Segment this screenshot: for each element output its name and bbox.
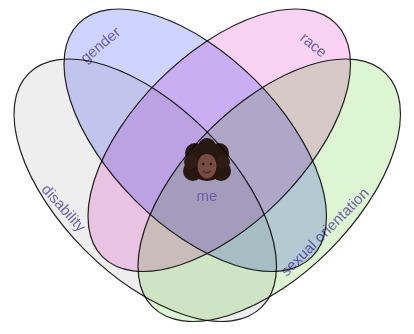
self-label: me bbox=[197, 187, 218, 205]
venn-set: sexual orientation bbox=[138, 59, 400, 321]
set-outline bbox=[92, 13, 414, 334]
